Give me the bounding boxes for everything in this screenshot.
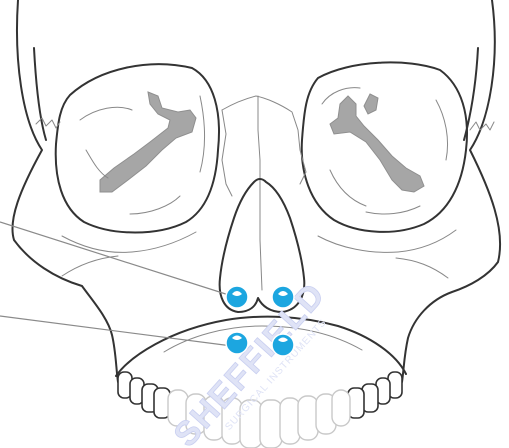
maxilla-line-right — [396, 258, 448, 278]
marker-lower-right — [272, 334, 294, 356]
marker-lower-left — [226, 332, 248, 354]
molars-left — [118, 372, 170, 418]
maxilla-line-left — [62, 256, 118, 276]
leader-line-upper — [0, 222, 232, 296]
leader-line-lower — [0, 316, 232, 346]
nasal-midline — [258, 96, 260, 190]
nasal-septum — [260, 188, 262, 290]
left-zygomatic-suture — [36, 118, 60, 128]
marker-dot — [226, 332, 248, 354]
cheekbone-left — [62, 232, 196, 252]
right-orbital-fissure-notch — [364, 94, 378, 114]
frontal-process-left — [222, 110, 232, 196]
marker-dot — [226, 286, 248, 308]
left-orbit — [56, 64, 219, 232]
right-orbital-fissure — [330, 96, 424, 192]
marker-dot — [272, 334, 294, 356]
skull-outline — [12, 0, 500, 382]
marker-upper-right — [272, 286, 294, 308]
nasal-bones — [222, 96, 306, 184]
marker-dot — [272, 286, 294, 308]
molars-right — [348, 372, 402, 418]
cheekbone-right — [318, 230, 456, 252]
marker-upper-left — [226, 286, 248, 308]
left-temporal-line — [34, 48, 46, 140]
